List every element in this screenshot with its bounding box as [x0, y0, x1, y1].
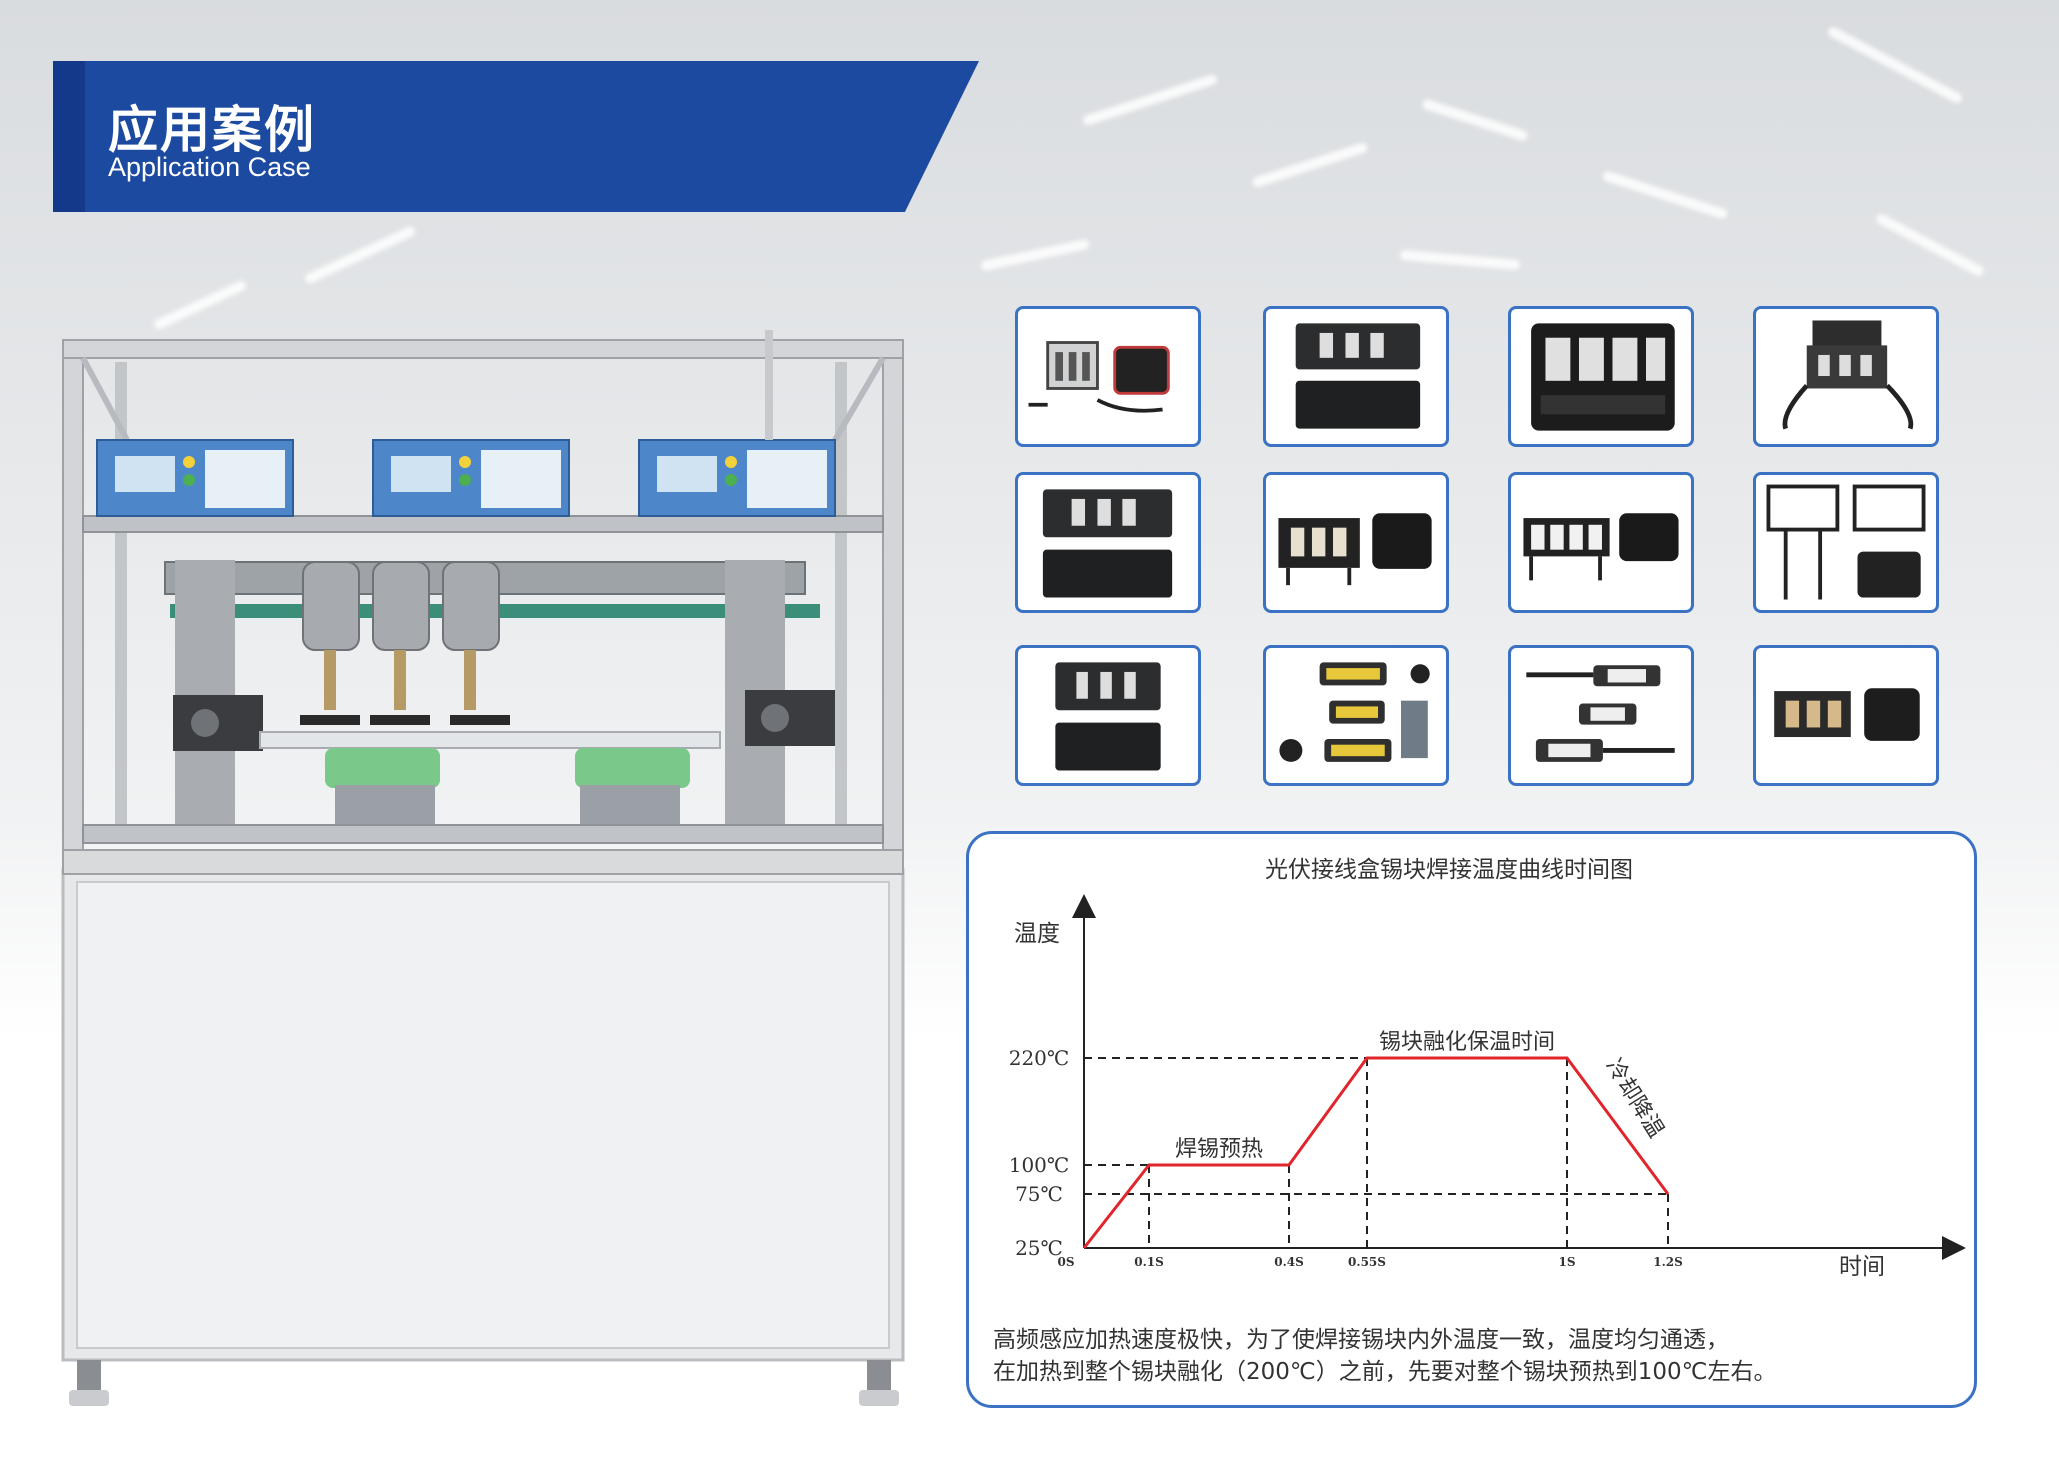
- junction-box-open-with-cable-icon: [1028, 341, 1170, 413]
- x-tick-label: 0.1S: [1134, 1255, 1164, 1269]
- y-tick-label: 100℃: [1009, 1153, 1070, 1177]
- temperature-curve-chart: 光伏接线盒锡块焊接温度曲线时间图 温度 时间 0S 0.1S 0.4S 0.55S 1S…: [1009, 857, 1966, 1280]
- gallery-item: [1263, 306, 1449, 447]
- page-subtitle: Application Case: [108, 152, 311, 182]
- gallery-item: [1015, 472, 1201, 613]
- junction-box-four-terminal-icon: [1531, 323, 1675, 431]
- junction-box-dual-black-icon: [1295, 323, 1421, 429]
- x-tick-label: 1.2S: [1653, 1255, 1683, 1269]
- x-tick-label: 1S: [1558, 1255, 1575, 1269]
- junction-box-split-pair-icon: [1766, 484, 1926, 600]
- soldering-machine-illustration: [55, 330, 915, 1420]
- gallery-item: [1753, 472, 1939, 613]
- x-tick-label: 0.4S: [1274, 1255, 1304, 1269]
- junction-box-three-terminal-icon: [1278, 513, 1432, 586]
- chart-annotation: 焊锡预热: [1175, 1137, 1263, 1162]
- gallery-item: [1508, 306, 1694, 447]
- caption-line-1: 高频感应加热速度极快，为了使焊接锡块内外温度一致，温度均匀通透，: [993, 1327, 1729, 1353]
- junction-box-dual-black-icon: [1055, 662, 1161, 771]
- gallery-item: [1015, 645, 1201, 786]
- header-banner: [53, 61, 979, 212]
- temperature-curve: [1082, 1056, 1670, 1249]
- temperature-chart-panel: 光伏接线盒锡块焊接温度曲线时间图 温度 时间 0S 0.1S 0.4S 0.55S 1S…: [966, 831, 1977, 1408]
- banner-accent-stripe: [53, 61, 85, 212]
- x-tick-label: 0.55S: [1348, 1255, 1386, 1269]
- x-axis-label: 时间: [1839, 1254, 1885, 1280]
- gallery-item: [1508, 645, 1694, 786]
- caption-line-2: 在加热到整个锡块融化（200℃）之前，先要对整个锡块预热到100℃左右。: [993, 1359, 1777, 1385]
- x-tick-label: 0S: [1057, 1255, 1074, 1269]
- split-junction-box-yellow-icon: [1279, 662, 1430, 762]
- chart-annotation: 锡块融化保温时间: [1379, 1030, 1555, 1055]
- junction-box-with-leads-icon: [1782, 320, 1914, 430]
- gallery-item: [1015, 306, 1201, 447]
- gallery-item: [1753, 645, 1939, 786]
- junction-box-dual-black-icon: [1042, 489, 1173, 598]
- gallery-item: [1263, 645, 1449, 786]
- y-tick-label: 75℃: [1015, 1182, 1063, 1206]
- chart-title: 光伏接线盒锡块焊接温度曲线时间图: [1265, 857, 1633, 883]
- gallery-item: [1263, 472, 1449, 613]
- junction-box-four-terminal-white-icon: [1523, 513, 1679, 581]
- y-axis-label: 温度: [1014, 921, 1060, 947]
- y-tick-label: 25℃: [1015, 1236, 1063, 1260]
- split-junction-box-white-icon: [1526, 665, 1675, 762]
- gallery-item: [1508, 472, 1694, 613]
- gallery-item: [1753, 306, 1939, 447]
- page-title: 应用案例: [108, 101, 316, 159]
- y-tick-label: 220℃: [1009, 1046, 1070, 1070]
- junction-box-three-terminal-icon: [1774, 688, 1920, 741]
- chart-annotation: 冷却降温: [1601, 1055, 1669, 1143]
